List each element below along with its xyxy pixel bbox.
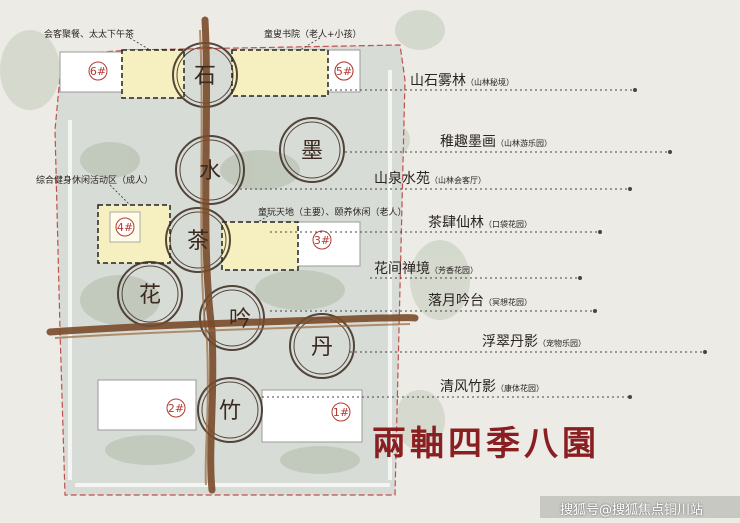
char-yin: 吟 [229, 307, 251, 332]
zone-label-top-mid: 童叟书院（老人+小孩） [264, 30, 362, 40]
building-2-label: 2# [168, 402, 184, 415]
building-5-front: 5# [334, 61, 354, 81]
circle-dan [289, 313, 355, 379]
legend-item-2: 稚趣墨画（山林游乐园） [440, 131, 552, 151]
legend-main: 稚趣墨画 [440, 134, 496, 150]
building-6-label: 6# [90, 65, 106, 78]
zone-highlight-3 [221, 221, 299, 271]
legend-main: 花间禅境 [374, 261, 430, 277]
legend-main: 茶肆仙林 [428, 215, 484, 231]
legend-sub: （宠物乐园） [538, 339, 586, 348]
legend-sub: （山林会客厅） [430, 176, 486, 185]
watermark: 搜狐号@搜狐焦点铜川站 [560, 503, 704, 518]
legend-item-6: 落月吟台（冥想花园） [428, 290, 532, 310]
building-3-label: 3# [314, 234, 330, 247]
svg-text:5#: 5# [336, 65, 352, 78]
char-mo: 墨 [301, 139, 323, 164]
circle-yin [199, 285, 265, 351]
legend-item-4: 茶肆仙林（口袋花园） [428, 212, 532, 232]
legend-sub: （康体花园） [496, 384, 544, 393]
zone-highlight-5 [231, 49, 329, 97]
building-2: 2# [97, 379, 197, 431]
legend-sub: （冥想花园） [484, 298, 532, 307]
legend-main: 清风竹影 [440, 379, 496, 395]
building-4-label: 4# [117, 221, 133, 234]
legend-main: 落月吟台 [428, 293, 484, 309]
legend-main: 山石雾林 [410, 73, 466, 89]
vertical-axis [201, 16, 217, 494]
char-shi: 石 [194, 64, 216, 89]
zone-label-mid-center: 童玩天地（主要）、颐养休闲（老人） [258, 208, 407, 218]
building-1-label: 1# [333, 406, 349, 419]
zone-label-top-left: 会客聚餐、太太下午茶 [44, 30, 135, 40]
char-hua: 花 [139, 283, 161, 308]
legend-main: 浮翠丹影 [482, 334, 538, 350]
circle-zhu [197, 377, 263, 443]
legend-sub: （芳香花园） [430, 266, 478, 275]
legend-sub: （山林秘境） [466, 78, 514, 87]
circle-shui [175, 135, 245, 205]
legend-sub: （山林游乐园） [496, 139, 552, 148]
legend-item-7: 浮翠丹影（宠物乐园） [482, 331, 586, 351]
legend-sub: （口袋花园） [484, 220, 532, 229]
legend-item-1: 山石雾林（山林秘境） [410, 70, 514, 90]
zone-label-mid-left: 综合健身休闲活动区（成人） [36, 176, 154, 186]
legend-main: 山泉水苑 [374, 171, 430, 187]
circle-cha [165, 207, 231, 273]
circle-mo [279, 117, 345, 183]
building-1: 1# [261, 389, 363, 443]
legend-item-5: 花间禅境（芳香花园） [374, 258, 478, 278]
building-4: 4# [109, 211, 141, 243]
char-shui: 水 [199, 159, 221, 184]
char-cha: 茶 [187, 229, 209, 254]
legend-item-8: 清风竹影（康体花园） [440, 376, 544, 396]
char-zhu: 竹 [219, 399, 241, 424]
char-dan: 丹 [311, 335, 333, 360]
plan-title: 兩軸四季八園 [372, 424, 600, 464]
legend-item-3: 山泉水苑（山林会客厅） [374, 168, 486, 188]
zone-highlight-6 [121, 49, 185, 99]
horizontal-axis [46, 314, 419, 336]
